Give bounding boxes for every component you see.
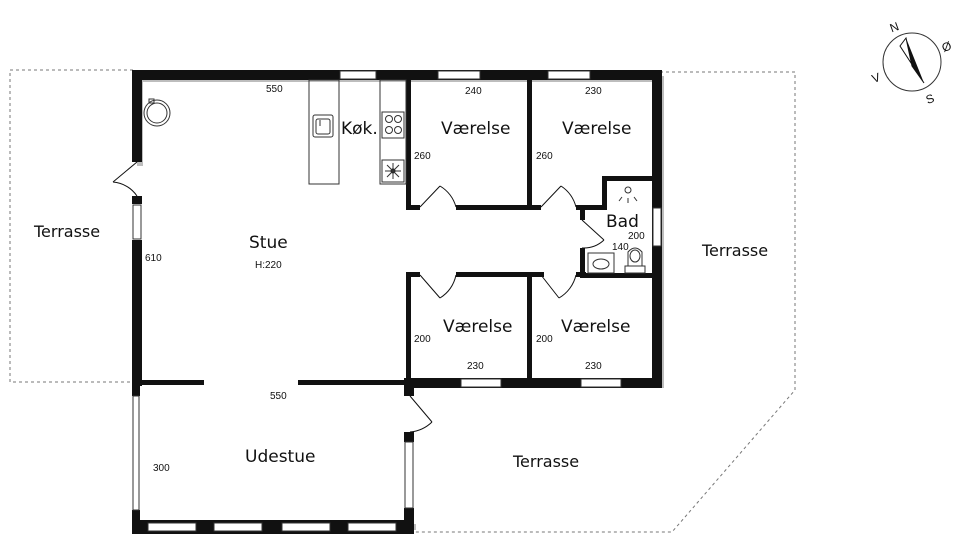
room-height-stue: H:220 [255, 260, 282, 271]
windows [132, 70, 662, 532]
terrace-west-outline [9, 69, 133, 383]
window [281, 522, 331, 532]
sink-icon [312, 114, 334, 138]
compass-north: N [888, 19, 901, 35]
terrace-outlines [9, 69, 796, 533]
doors [112, 161, 605, 433]
dimension-labels: 550 610 240 230 260 260 200 140 200 200 … [145, 84, 645, 474]
kitchen-counter-stove [379, 79, 407, 185]
door-vaerelse-4 [540, 274, 577, 299]
room-label-vaerelse-1: Værelse [441, 119, 510, 139]
fixtures [143, 79, 646, 274]
dim-vaerelse-3-depth: 200 [414, 334, 431, 345]
dim-bad-width: 140 [612, 242, 629, 253]
dim-vaerelse-2-width: 230 [585, 86, 602, 97]
window [339, 70, 377, 80]
door-bad [581, 219, 605, 249]
room-label-kok: Køk. [341, 119, 378, 139]
compass-needle-south [899, 36, 925, 84]
terrace-east-outline [414, 71, 796, 533]
room-label-stue: Stue [249, 233, 288, 253]
room-label-udestue: Udestue [245, 447, 315, 467]
terrace-labels: Terrasse Terrasse Terrasse [33, 222, 768, 471]
window [437, 70, 481, 80]
window [460, 378, 502, 388]
window [132, 204, 142, 240]
room-label-vaerelse-2: Værelse [562, 119, 631, 139]
terrace-label-south: Terrasse [512, 452, 579, 471]
stove-heater-icon [143, 98, 171, 127]
dim-bad-depth: 200 [628, 231, 645, 242]
door-entrance [112, 161, 138, 197]
door-vaerelse-1 [419, 185, 457, 208]
washbasin-icon [587, 252, 615, 274]
dim-vaerelse-2-depth: 260 [536, 151, 553, 162]
room-label-vaerelse-3: Værelse [443, 317, 512, 337]
door-vaerelse-2 [540, 185, 577, 208]
toilet-icon [624, 247, 646, 274]
dim-vaerelse-1-depth: 260 [414, 151, 431, 162]
room-labels: Stue H:220 Køk. Værelse Værelse Bad Være… [245, 119, 639, 467]
compass-icon: N Ø S V [870, 19, 954, 107]
dim-stue-width-top: 550 [266, 84, 283, 95]
dim-vaerelse-4-depth: 200 [536, 334, 553, 345]
exterior-walls [132, 70, 662, 534]
dim-vaerelse-3-width: 230 [467, 361, 484, 372]
door-udestue [409, 395, 433, 433]
dim-udestue-depth: 300 [153, 463, 170, 474]
window [580, 378, 622, 388]
window [147, 522, 197, 532]
room-label-vaerelse-4: Værelse [561, 317, 630, 337]
compass-south: S [924, 91, 936, 107]
kitchen-counter [308, 79, 340, 185]
room-label-bad: Bad [606, 212, 639, 232]
window [547, 70, 591, 80]
dim-vaerelse-4-width: 230 [585, 361, 602, 372]
window [404, 441, 414, 509]
shower-icon [618, 186, 638, 203]
dim-stue-depth: 610 [145, 253, 162, 264]
interior-walls [142, 80, 654, 385]
door-vaerelse-3 [419, 274, 457, 299]
window [652, 207, 662, 247]
stove-icon [381, 111, 405, 139]
window [213, 522, 263, 532]
dim-vaerelse-1-width: 240 [465, 86, 482, 97]
window [347, 522, 397, 532]
compass-west: V [870, 70, 882, 86]
compass-needle-north [906, 38, 924, 83]
terrace-label-east: Terrasse [701, 241, 768, 260]
window [132, 395, 140, 511]
dim-udestue-width: 550 [270, 391, 287, 402]
fan-icon [381, 159, 405, 183]
wall-shadows [137, 76, 664, 530]
terrace-label-west: Terrasse [33, 222, 100, 241]
compass-east: Ø [940, 39, 954, 55]
